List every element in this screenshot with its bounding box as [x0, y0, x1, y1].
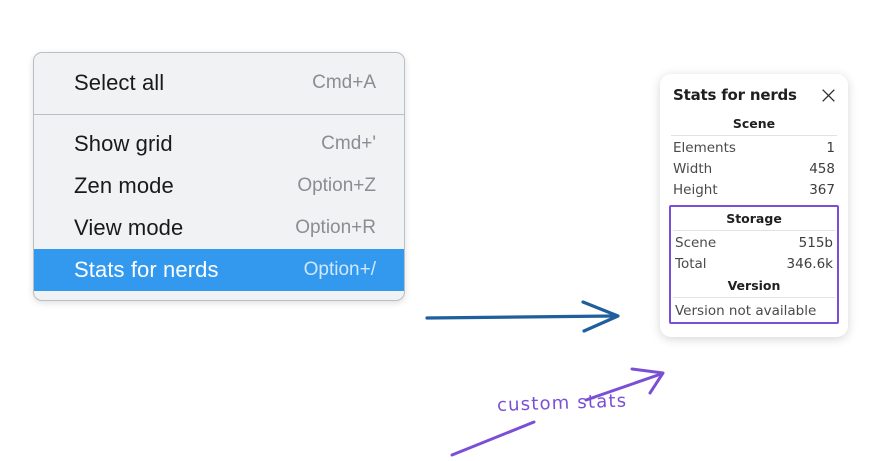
section-divider	[673, 230, 835, 231]
stat-row: Height 367	[669, 180, 839, 201]
section-heading: Storage	[726, 211, 782, 226]
custom-stats-highlight-box: Storage Scene 515b Total 346.6k Version …	[669, 205, 839, 324]
stat-value: 346.6k	[786, 256, 833, 272]
section-divider	[671, 135, 837, 136]
menu-item-view-mode[interactable]: View mode Option+R	[34, 207, 404, 249]
menu-item-shortcut: Option+Z	[297, 175, 376, 196]
menu-item-label: View mode	[74, 215, 184, 240]
section-divider	[673, 297, 835, 298]
menu-item-label: Select all	[74, 70, 165, 95]
stat-row: Scene 515b	[671, 233, 837, 254]
stat-key: Elements	[673, 140, 736, 156]
menu-item-label: Show grid	[74, 131, 173, 156]
stats-section-version: Version Version not available	[671, 275, 837, 320]
panel-titlebar: Stats for nerds	[669, 86, 839, 104]
stat-value: 1	[826, 140, 835, 156]
menu-item-shortcut: Cmd+A	[312, 72, 376, 93]
menu-item-label: Zen mode	[74, 173, 174, 198]
stat-row: Total 346.6k	[671, 254, 837, 275]
stat-key: Width	[673, 161, 713, 177]
menu-item-select-all[interactable]: Select all Cmd+A	[34, 62, 404, 104]
stat-row: Elements 1	[669, 138, 839, 159]
menu-item-zen-mode[interactable]: Zen mode Option+Z	[34, 165, 404, 207]
menu-item-show-grid[interactable]: Show grid Cmd+'	[34, 123, 404, 165]
menu-separator	[34, 114, 404, 115]
annotation-tail-stroke	[450, 420, 536, 457]
close-icon[interactable]	[820, 87, 837, 104]
context-menu[interactable]: Select all Cmd+A Show grid Cmd+' Zen mod…	[33, 52, 405, 301]
section-heading: Version	[727, 278, 781, 293]
menu-item-shortcut: Option+R	[295, 217, 376, 238]
arrow-right-icon	[425, 300, 620, 333]
menu-item-shortcut: Cmd+'	[321, 133, 376, 154]
stats-for-nerds-panel: Stats for nerds Scene Elements 1 Width 4…	[660, 74, 848, 337]
stat-row: Width 458	[669, 159, 839, 180]
stat-value: 515b	[798, 235, 833, 251]
stat-key: Total	[675, 256, 707, 272]
menu-group-2: Show grid Cmd+' Zen mode Option+Z View m…	[34, 115, 404, 300]
stat-value: 367	[809, 182, 835, 198]
stats-section-scene: Scene Elements 1 Width 458 Height 367	[669, 113, 839, 201]
menu-item-label: Stats for nerds	[74, 257, 219, 282]
section-heading: Scene	[732, 116, 776, 131]
panel-title: Stats for nerds	[673, 86, 797, 104]
stat-key: Height	[673, 182, 718, 198]
version-note: Version not available	[675, 303, 817, 319]
annotation-label: custom stats	[496, 390, 628, 416]
stats-section-storage: Storage Scene 515b Total 346.6k	[671, 208, 837, 275]
menu-item-stats-for-nerds[interactable]: Stats for nerds Option+/	[34, 249, 404, 291]
menu-group-1: Select all Cmd+A	[34, 53, 404, 114]
stat-value: 458	[809, 161, 835, 177]
stat-key: Scene	[675, 235, 717, 251]
menu-item-shortcut: Option+/	[303, 259, 376, 280]
